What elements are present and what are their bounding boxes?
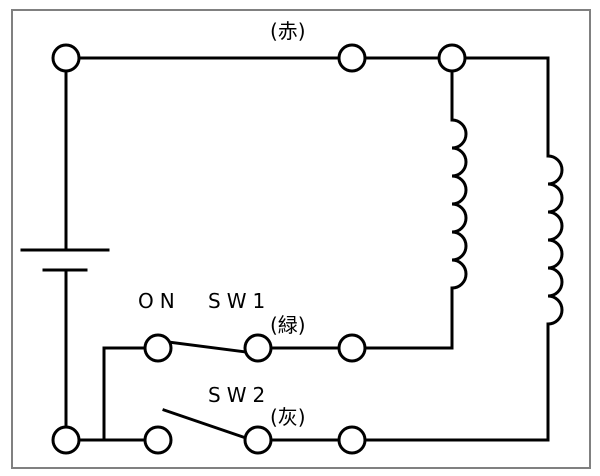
terminal-gray [337, 425, 367, 455]
label-red-wire: (赤) [270, 19, 306, 43]
terminal-bottom-left [51, 425, 81, 455]
terminal-top-left [51, 43, 81, 73]
terminal-sw1-out [243, 333, 273, 363]
terminal-green [337, 333, 367, 363]
terminal-sw2-out [243, 425, 273, 455]
coil2-winding [547, 154, 564, 326]
label-sw2: SW2 [208, 383, 271, 407]
sw1-blade [166, 340, 248, 354]
sw2-blade [162, 408, 248, 440]
label-gray-wire: (灰) [270, 405, 306, 429]
label-on: ON [138, 289, 181, 313]
label-sw1: SW1 [208, 289, 271, 313]
terminal-sw2-in [143, 425, 173, 455]
terminal-red [337, 43, 367, 73]
terminal-coil-top [437, 43, 467, 73]
terminal-sw1-in [143, 333, 173, 363]
coil1-winding [451, 118, 468, 290]
label-green-wire: (緑) [270, 313, 306, 337]
diagram-frame [11, 9, 591, 469]
